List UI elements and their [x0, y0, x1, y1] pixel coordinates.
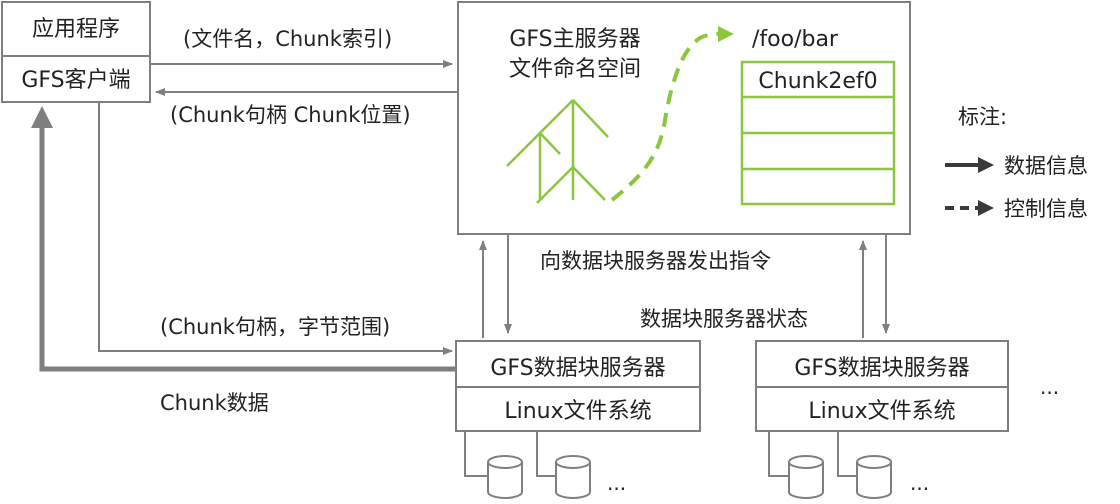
more-disks-label: ...: [910, 471, 929, 495]
namespace-lookup-arrowhead: [718, 26, 734, 42]
chunk-data-arrowhead: [31, 106, 53, 128]
read-request-arrow: [98, 102, 453, 355]
disk-icon: [555, 455, 591, 499]
response-label: (Chunk句柄 Chunk位置): [170, 103, 411, 127]
chunkserver-disks-2: ...: [768, 431, 929, 499]
application-label: 应用程序: [32, 17, 120, 42]
chunkserver-box-1: GFS数据块服务器 Linux文件系统: [455, 340, 701, 432]
disk-icon: [487, 455, 523, 499]
chunkserver-title: GFS数据块服务器: [490, 356, 665, 381]
disk-icon: [788, 455, 824, 499]
namespace-lookup-arrow: [610, 31, 723, 202]
chunk-id-cell: Chunk2ef0: [758, 69, 877, 94]
chunkserver-fs: Linux文件系统: [808, 399, 955, 424]
legend: 标注: 数据信息 控制信息: [945, 105, 1088, 221]
legend-title: 标注:: [958, 105, 1007, 129]
master-title-line2: 文件命名空间: [509, 57, 641, 82]
gfs-client-label: GFS客户端: [21, 68, 130, 93]
chunk-table: Chunk2ef0: [740, 60, 896, 206]
disk-icon: [856, 455, 892, 499]
legend-control-arrow-icon: [945, 200, 994, 216]
chunkserver-box-2: GFS数据块服务器 Linux文件系统: [755, 340, 1009, 432]
namespace-path: /foo/bar: [752, 27, 839, 52]
chunkserver-title: GFS数据块服务器: [794, 356, 969, 381]
chunkserver-disks-1: ...: [464, 431, 626, 499]
chunk-data-arrow: [39, 126, 456, 372]
legend-data-arrow-icon: [945, 157, 994, 173]
chunk-data-label: Chunk数据: [160, 391, 269, 415]
more-servers-label: ...: [1040, 375, 1059, 399]
state-label: 数据块服务器状态: [640, 307, 808, 331]
master-box: GFS主服务器 文件命名空间 /foo/bar Chunk2ef0: [457, 1, 911, 235]
legend-data-label: 数据信息: [1004, 154, 1088, 178]
instruction-label: 向数据块服务器发出指令: [540, 249, 771, 273]
namespace-tree-icon: [506, 99, 609, 204]
client-box: 应用程序 GFS客户端: [1, 1, 151, 103]
chunkserver-fs: Linux文件系统: [504, 399, 651, 424]
more-disks-label: ...: [607, 471, 626, 495]
read-request-label: (Chunk句柄，字节范围): [160, 315, 390, 339]
legend-control-label: 控制信息: [1004, 197, 1088, 221]
master-title-line1: GFS主服务器: [509, 27, 640, 52]
request-label: (文件名，Chunk索引): [183, 27, 392, 51]
